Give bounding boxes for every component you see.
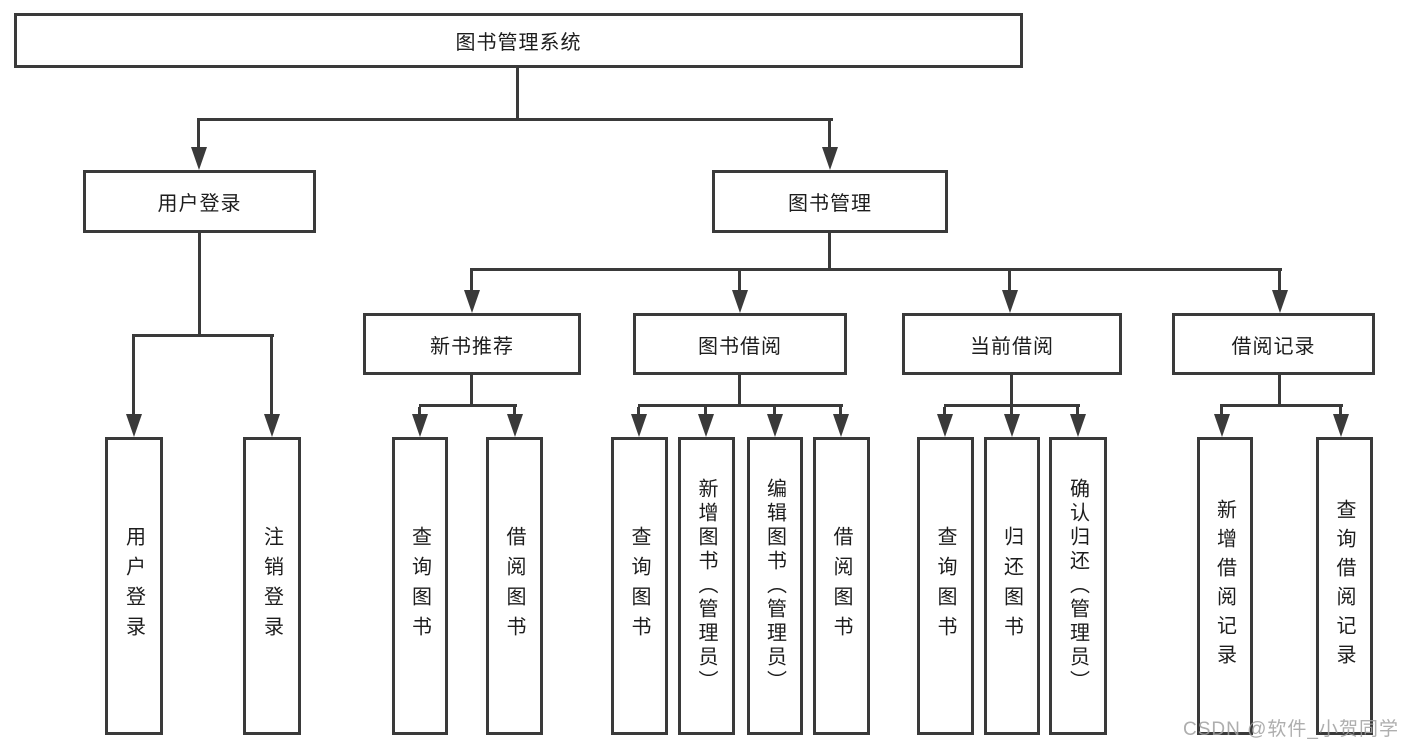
connector-level2-hline — [470, 268, 1282, 271]
arrow-to-leaf-logout — [264, 337, 280, 437]
arrow-to-leaf-user-login — [126, 337, 142, 437]
leaf-add-borrow-record: 新增借阅记录 — [1197, 437, 1253, 735]
leaf-borrow-book-2: 借阅图书 — [813, 437, 870, 735]
arrow-to-leaf-query-book-1 — [412, 407, 428, 437]
arrow-to-leaf-borrow-book-2 — [833, 407, 849, 437]
arrow-to-leaf-confirm-return — [1070, 407, 1086, 437]
arrow-to-leaf-query-book-3 — [937, 407, 953, 437]
arrow-to-leaf-return-book — [1004, 407, 1020, 437]
arrow-to-new-book-recommend — [464, 271, 480, 313]
connector-user-login-stub — [198, 233, 201, 336]
node-new-book-recommend: 新书推荐 — [363, 313, 581, 375]
leaf-query-book-3: 查询图书 — [917, 437, 974, 735]
connector-level1-hline — [197, 118, 833, 121]
node-book-management: 图书管理 — [712, 170, 948, 233]
leaf-query-borrow-record: 查询借阅记录 — [1316, 437, 1373, 735]
leaf-return-book: 归还图书 — [984, 437, 1040, 735]
connector-current-borrow-hline — [944, 404, 1080, 407]
node-user-login: 用户登录 — [83, 170, 316, 233]
connector-new-book-recommend-stub — [470, 375, 473, 407]
leaf-edit-book-admin: 编辑图书（管理员） — [747, 437, 803, 735]
arrow-to-leaf-add-borrow-record — [1214, 407, 1230, 437]
connector-book-management-stub — [828, 233, 831, 270]
leaf-query-book-1: 查询图书 — [392, 437, 448, 735]
arrow-to-leaf-query-book-2 — [631, 407, 647, 437]
connector-new-book-recommend-hline — [419, 404, 517, 407]
node-book-borrow: 图书借阅 — [633, 313, 847, 375]
node-current-borrow: 当前借阅 — [902, 313, 1122, 375]
leaf-logout: 注销登录 — [243, 437, 301, 735]
connector-current-borrow-stub — [1010, 375, 1013, 407]
connector-user-login-hline — [132, 334, 274, 337]
leaf-query-book-2: 查询图书 — [611, 437, 668, 735]
leaf-add-book-admin: 新增图书（管理员） — [678, 437, 735, 735]
connector-borrow-record-stub — [1278, 375, 1281, 407]
arrow-to-leaf-borrow-book-1 — [507, 407, 523, 437]
connector-book-borrow-hline — [638, 404, 843, 407]
connector-root-stub — [516, 68, 519, 120]
csdn-watermark: CSDN @软件_小贺同学 — [1183, 719, 1399, 740]
arrow-to-leaf-add-book-admin — [698, 407, 714, 437]
node-root: 图书管理系统 — [14, 13, 1023, 68]
leaf-user-login: 用户登录 — [105, 437, 163, 735]
arrow-to-borrow-record — [1272, 271, 1288, 313]
leaf-confirm-return-admin: 确认归还（管理员） — [1049, 437, 1107, 735]
arrow-to-current-borrow — [1002, 271, 1018, 313]
arrow-to-book-borrow — [732, 271, 748, 313]
arrow-to-user-login — [191, 121, 207, 170]
arrow-to-leaf-query-borrow-record — [1333, 407, 1349, 437]
connector-book-borrow-stub — [738, 375, 741, 407]
arrow-to-leaf-edit-book-admin — [767, 407, 783, 437]
connector-borrow-record-hline — [1220, 404, 1343, 407]
node-borrow-record: 借阅记录 — [1172, 313, 1375, 375]
leaf-borrow-book-1: 借阅图书 — [486, 437, 543, 735]
arrow-to-book-management — [822, 121, 838, 170]
